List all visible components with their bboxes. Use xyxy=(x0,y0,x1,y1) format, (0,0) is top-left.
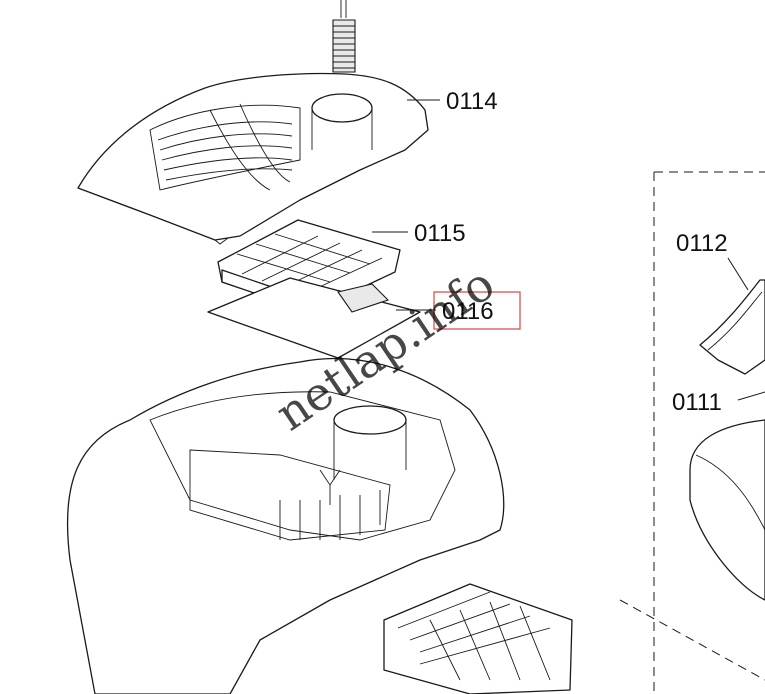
cover-part-0114 xyxy=(77,72,429,245)
callout-0112: 0112 xyxy=(676,230,728,257)
mat-part-0116 xyxy=(207,277,421,359)
callout-0111: 0111 xyxy=(672,389,722,416)
part-0111 xyxy=(689,419,765,601)
callout-0116: 0116 xyxy=(442,298,494,325)
callout-0114: 0114 xyxy=(446,88,498,115)
part-0112 xyxy=(699,279,765,375)
leader-line-0111 xyxy=(737,391,765,401)
vacuum-body-part xyxy=(66,357,573,694)
callout-0115: 0115 xyxy=(414,220,466,247)
panel-border xyxy=(619,171,765,694)
callout-0116-highlight xyxy=(433,291,521,330)
spring-part xyxy=(332,0,356,73)
leader-line-0112 xyxy=(727,257,749,291)
